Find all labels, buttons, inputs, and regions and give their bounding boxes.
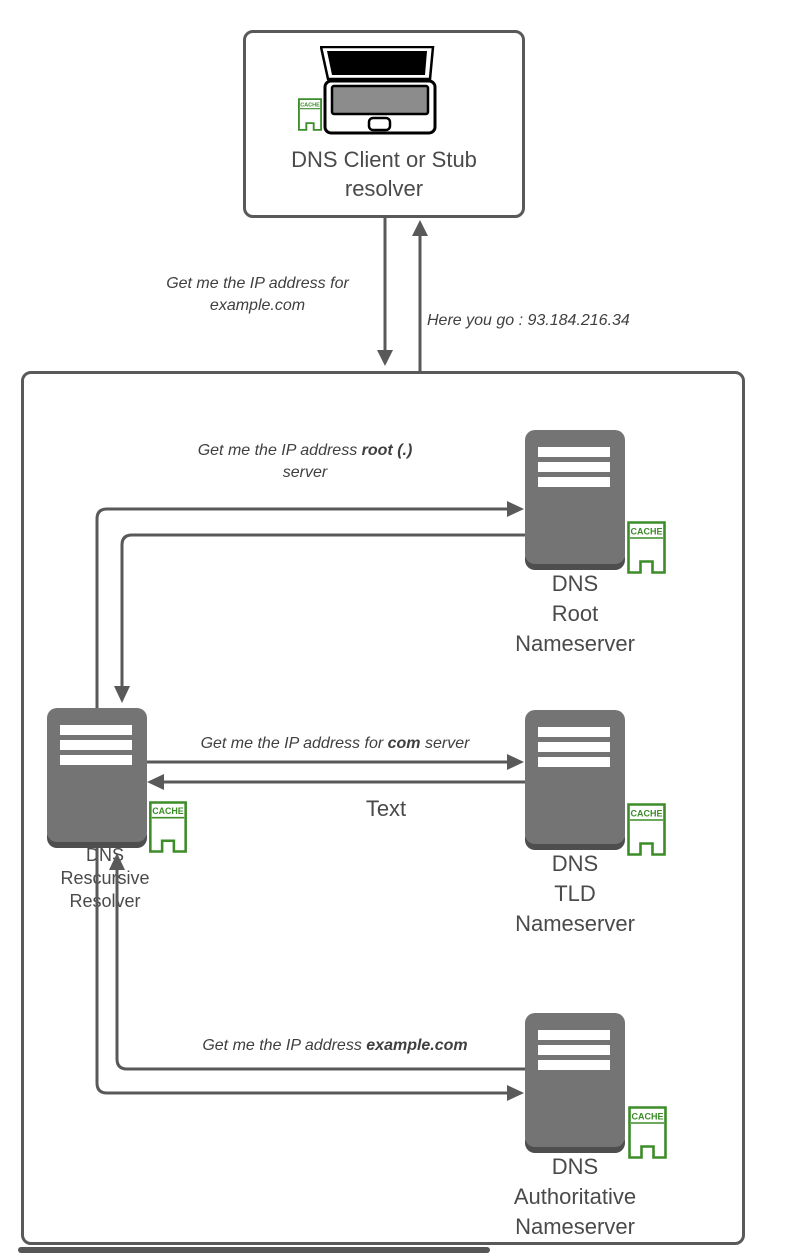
server-icon-tld bbox=[525, 710, 625, 850]
tld-query-message: Get me the IP address for com server bbox=[200, 735, 470, 752]
client-response-message: Here you go : 93.184.216.34 bbox=[427, 312, 630, 329]
arrow-client-query-head bbox=[377, 350, 393, 366]
bottom-shadow-bar bbox=[18, 1247, 490, 1253]
cache-badge-text: CACHE bbox=[152, 806, 184, 816]
server-body bbox=[47, 708, 147, 842]
authoritative-query-message: Get me the IP address example.com bbox=[202, 1037, 468, 1054]
client-label: DNS Client or Stub resolver bbox=[291, 147, 477, 202]
cache-badge-text: CACHE bbox=[631, 1112, 663, 1122]
cache-badge-text: CACHE bbox=[300, 103, 320, 109]
server-icon-authoritative bbox=[525, 1013, 625, 1153]
cache-badge-text: CACHE bbox=[630, 809, 662, 819]
client-query-message: Get me the IP address for example.com bbox=[166, 275, 349, 315]
server-icon-resolver bbox=[47, 708, 147, 848]
root-query-message: Get me the IP address root (.) server bbox=[197, 442, 413, 482]
cache-badge-authoritative-icon: CACHE bbox=[628, 1106, 667, 1159]
server-icon-root bbox=[525, 430, 625, 570]
cache-badge-root-icon: CACHE bbox=[627, 521, 666, 574]
cache-badge-client-icon: CACHE bbox=[298, 98, 322, 131]
server-body bbox=[525, 430, 625, 564]
server-body bbox=[525, 710, 625, 844]
authoritative-nameserver-label: DNS Authoritative Nameserver bbox=[513, 1154, 637, 1239]
tld-response-label: Text bbox=[365, 796, 407, 821]
laptop-icon bbox=[320, 46, 437, 135]
root-nameserver-label: DNS Root Nameserver bbox=[515, 571, 635, 656]
tld-nameserver-label: DNS TLD Nameserver bbox=[515, 851, 635, 936]
recursive-resolver-label: DNS Rescursive Resolver bbox=[60, 845, 150, 911]
cache-badge-resolver-icon: CACHE bbox=[149, 801, 187, 853]
server-body bbox=[525, 1013, 625, 1147]
arrow-client-response-head bbox=[412, 220, 428, 236]
cache-badge-text: CACHE bbox=[630, 527, 662, 537]
cache-badge-tld-icon: CACHE bbox=[627, 803, 666, 856]
